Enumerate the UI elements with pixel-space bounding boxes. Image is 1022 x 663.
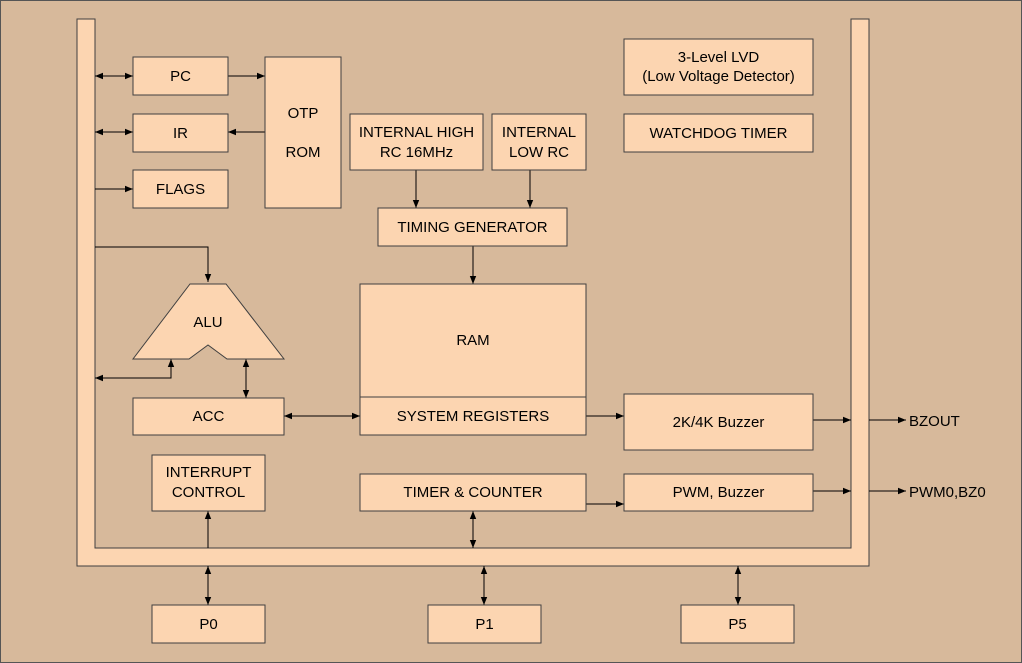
ir-label: IR <box>173 125 188 142</box>
block-p5: P5 <box>680 604 795 644</box>
block-internal-low-rc: INTERNAL LOW RC <box>491 113 587 171</box>
block-ram: RAM <box>359 283 587 398</box>
block-acc: ACC <box>132 397 285 436</box>
block-flags: FLAGS <box>132 169 229 209</box>
timer-counter-label: TIMER & COUNTER <box>403 484 542 501</box>
pwm-buzzer-label: PWM, Buzzer <box>673 484 765 501</box>
p0-label: P0 <box>199 616 217 633</box>
bzout-label: BZOUT <box>909 413 960 430</box>
block-pwm-buzzer: PWM, Buzzer <box>623 473 814 512</box>
flags-label: FLAGS <box>156 181 205 198</box>
internal-high-label-line2: RC 16MHz <box>380 144 453 161</box>
buzzer-2k4k-label: 2K/4K Buzzer <box>673 414 765 431</box>
pwm0-bz0-label: PWM0,BZ0 <box>909 484 986 501</box>
block-alu: ALU <box>131 283 286 360</box>
interrupt-label-line2: CONTROL <box>172 484 245 501</box>
watchdog-label: WATCHDOG TIMER <box>649 125 787 142</box>
block-p0: P0 <box>151 604 266 644</box>
block-interrupt-control: INTERRUPT CONTROL <box>151 454 266 512</box>
internal-bus <box>76 18 870 567</box>
internal-high-label-line1: INTERNAL HIGH <box>359 124 474 141</box>
block-internal-high-rc: INTERNAL HIGH RC 16MHz <box>349 113 484 171</box>
connections <box>95 72 906 605</box>
acc-label: ACC <box>193 408 225 425</box>
otp-label-line2: ROM <box>286 144 321 161</box>
block-p1: P1 <box>427 604 542 644</box>
pc-label: PC <box>170 68 191 85</box>
block-pc: PC <box>132 56 229 96</box>
internal-low-label-line2: LOW RC <box>509 144 569 161</box>
block-ir: IR <box>132 113 229 153</box>
block-otp-rom: OTP ROM <box>264 56 342 209</box>
internal-low-label-line1: INTERNAL <box>502 124 576 141</box>
lvd-label-line2: (Low Voltage Detector) <box>642 68 795 85</box>
p1-label: P1 <box>475 616 493 633</box>
interrupt-label-line1: INTERRUPT <box>166 464 252 481</box>
alu-label: ALU <box>193 314 222 331</box>
block-timing-generator: TIMING GENERATOR <box>377 207 568 247</box>
block-lvd: 3-Level LVD (Low Voltage Detector) <box>623 38 814 96</box>
block-watchdog-timer: WATCHDOG TIMER <box>623 113 814 153</box>
p5-label: P5 <box>728 616 746 633</box>
lvd-label-line1: 3-Level LVD <box>678 49 760 66</box>
system-registers-label: SYSTEM REGISTERS <box>397 408 550 425</box>
ram-label: RAM <box>456 332 489 349</box>
block-timer-counter: TIMER & COUNTER <box>359 473 587 512</box>
block-system-registers: SYSTEM REGISTERS <box>359 396 587 436</box>
otp-label-line1: OTP <box>288 105 319 122</box>
block-2k4k-buzzer: 2K/4K Buzzer <box>623 393 814 451</box>
timing-generator-label: TIMING GENERATOR <box>397 219 547 236</box>
